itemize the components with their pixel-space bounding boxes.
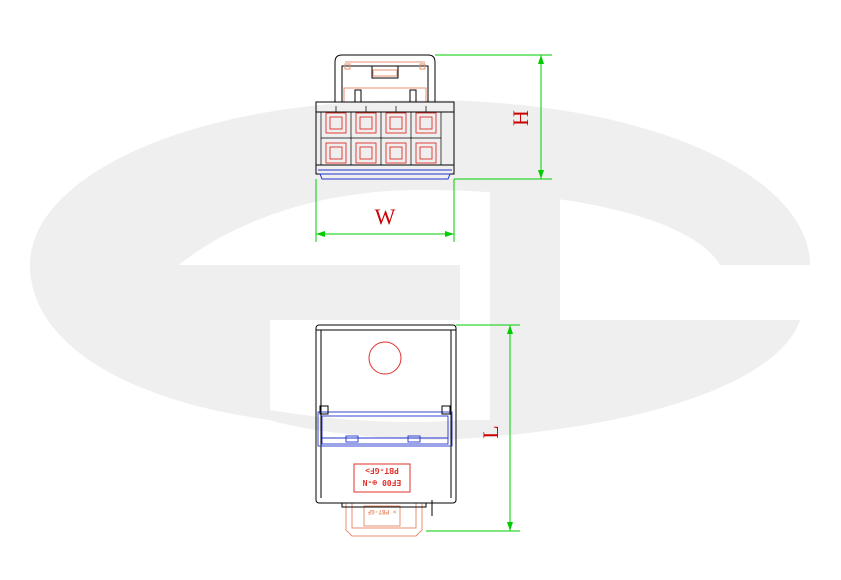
latch-button: [371, 65, 399, 79]
locator-circle-icon: [368, 341, 402, 375]
company-logo-watermark: [30, 100, 810, 440]
terminal-cavities: [325, 112, 437, 164]
height-dimension: H W: [315, 54, 552, 242]
rear-latch-marking: > PBT-GF: [367, 508, 396, 515]
marking-line1: EF00 ⊕-N: [363, 478, 402, 487]
marking-line2: PBT-GF>: [365, 466, 399, 475]
front-view: [315, 54, 455, 180]
part-marking-box: [353, 463, 411, 493]
width-label: W: [375, 204, 396, 229]
length-dimension: L: [426, 324, 520, 532]
latch-frame: [334, 54, 436, 102]
top-view: [315, 324, 457, 537]
housing-top: [315, 324, 457, 504]
length-label: L: [478, 425, 503, 438]
rear-latch: [345, 503, 423, 537]
height-label: H: [508, 110, 533, 126]
